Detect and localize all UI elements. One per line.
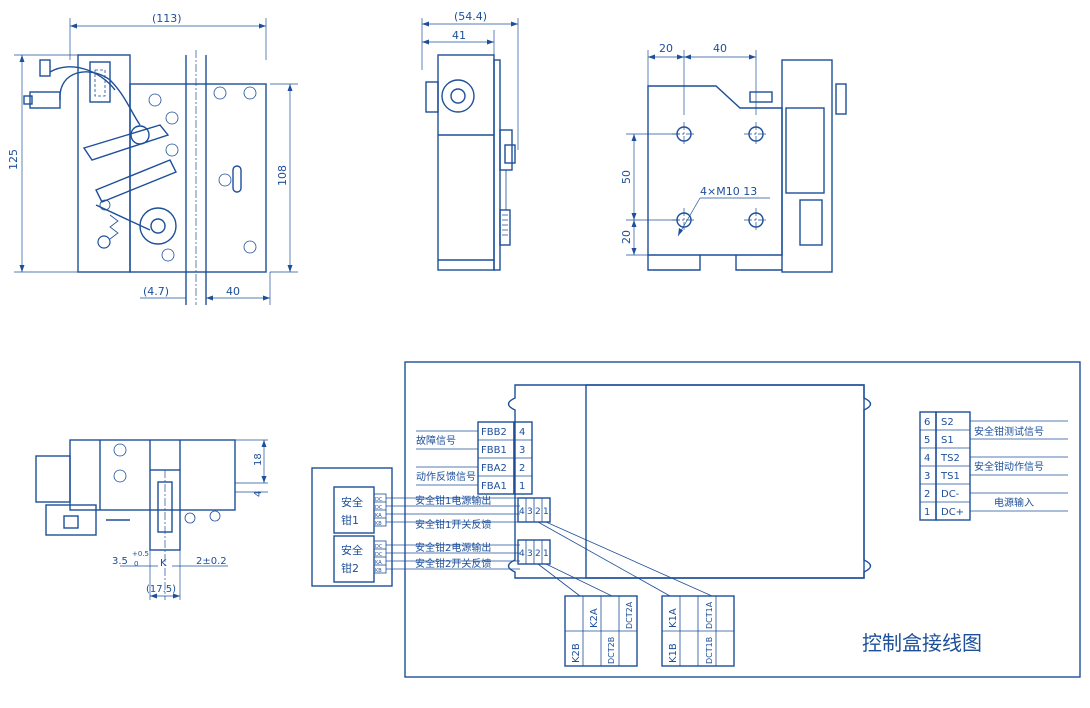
dim-front-inner-height: 108 [276,165,289,186]
signal-test: 安全钳测试信号 [974,425,1044,438]
tol-left-main: 3.5 [112,556,128,567]
dim-rear-left-upper: 50 [620,170,633,184]
cbox2-a: K2A [589,608,600,628]
dim-rear-top-left: 20 [659,42,673,55]
rterm-1-label: S2 [941,417,954,428]
signal-action-feedback: 动作反馈信号 [416,470,476,483]
dim-rear-left-lower: 20 [620,230,633,244]
clamp2-conn-1: 4 [519,549,525,559]
clamp1-conn-1: 4 [519,507,525,517]
clamp1-label-line2: 钳1 [341,514,359,527]
clamp1-pin-1: DC [375,497,383,503]
clamp1-conn-4: 1 [543,507,549,517]
rterm-3-num: 4 [924,453,930,464]
lterm-2-label: FBB1 [481,445,507,456]
clamp2-label-line1: 安全 [341,543,363,557]
lterm-3-label: FBA2 [481,463,507,474]
rterm-5-label: DC- [941,489,960,500]
tol-left-upper: +0.5 [132,550,149,558]
cbox1-c: DCT1A [705,601,714,629]
rterm-4-label: TS1 [940,471,960,482]
rterm-6-num: 1 [924,507,930,518]
clamp1-pin-2: DC [375,505,383,511]
rear-hole-spec: 4×M10 13 [700,185,757,198]
dim-rear-top-right: 40 [713,42,727,55]
lterm-3-num: 2 [519,463,525,474]
lterm-1-num: 4 [519,427,525,438]
clamp1-pin-3: KA [375,513,382,519]
dim-side-body: 41 [452,29,466,42]
clamp2-power-out: 安全钳2电源输出 [415,541,491,554]
cbox2-c: DCT2A [625,601,634,629]
dim-front-bottom-right: 40 [226,285,240,298]
dim-top-18: 18 [253,453,264,466]
clamp1-feedback: 安全钳1开关反馈 [415,518,491,531]
clamp2-conn-2: 3 [527,549,533,559]
lterm-4-num: 1 [519,481,525,492]
signal-fault: 故障信号 [416,434,456,447]
rear-view: 20 40 50 20 4×M10 13 [620,42,847,273]
clamp1-conn-2: 3 [527,507,533,517]
tol-right: 2±0.2 [196,556,227,567]
dim-front-rail-gap: (4.7) [143,285,169,298]
label-k: K [160,558,167,569]
clamp2-conn-3: 2 [535,549,541,559]
cbox2-b: K2B [571,643,582,663]
signal-power: 电源输入 [994,496,1034,509]
rterm-2-num: 5 [924,435,930,446]
clamp2-conn-4: 1 [543,549,549,559]
dim-front-height: 125 [7,149,20,170]
signal-action: 安全钳动作信号 [974,460,1044,473]
clamp2-pin-4: KB [375,568,382,574]
dim-side-total: (54.4) [454,10,487,23]
clamp2-pin-3: KA [375,560,382,566]
clamp1-label-line1: 安全 [341,495,363,509]
clamp2-label-line2: 钳2 [341,562,359,575]
wiring-diagram: FBB2 4 FBB1 3 FBA2 2 FBA1 1 故障信号 动作反馈信号 … [311,361,1081,678]
rterm-6-label: DC+ [941,507,964,518]
cbox1-d: DCT1B [705,637,714,664]
lterm-1-label: FBB2 [481,427,507,438]
rterm-2-label: S1 [941,435,954,446]
lterm-4-label: FBA1 [481,481,507,492]
rterm-5-num: 2 [924,489,930,500]
tol-left-lower: 0 [134,560,138,568]
dim-front-width: (113) [152,12,182,25]
rterm-3-label: TS2 [940,453,960,464]
front-view: (113) 125 108 [7,12,298,305]
clamp2-pin-2: DC [375,552,383,558]
clamp1-power-out: 安全钳1电源输出 [415,494,491,507]
cbox1-a: K1A [668,608,679,628]
clamp2-feedback: 安全钳2开关反馈 [415,557,491,570]
rterm-4-num: 3 [924,471,930,482]
clamp1-pin-4: KB [375,521,382,527]
lterm-2-num: 3 [519,445,525,456]
dim-top-bottom: (17.5) [146,584,176,595]
cbox2-d: DCT2B [607,637,616,664]
top-view: 18 4 (17.5) 3.5 +0.5 0 K 2±0.2 [35,439,268,600]
wiring-title: 控制盒接线图 [862,631,982,655]
side-view: (54.4) 41 [421,10,519,271]
clamp1-conn-3: 2 [535,507,541,517]
dim-top-4: 4 [253,491,264,497]
clamp2-pin-1: DC [375,544,383,550]
rterm-1-num: 6 [924,417,930,428]
cbox1-b: K1B [668,643,679,663]
